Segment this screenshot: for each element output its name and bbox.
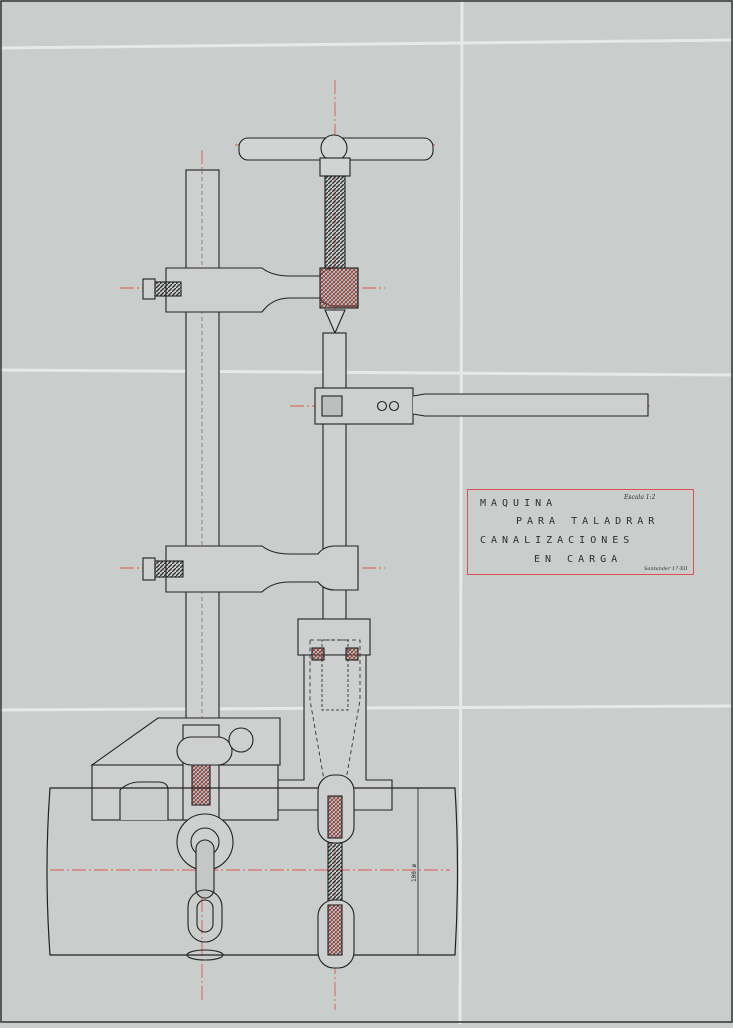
t-handle (238, 134, 434, 177)
title-line-1: MAQUINA (480, 498, 558, 509)
screw-tip (324, 309, 346, 335)
scale-note: Escala 1:2 (624, 494, 656, 501)
base-saddle (90, 717, 281, 821)
title-line-4: EN CARGA (534, 554, 623, 565)
title-line-2: PARA TALADRAR (516, 516, 660, 527)
drill-housing (277, 618, 393, 811)
drill-bit (317, 774, 355, 969)
pipe-section (46, 787, 459, 956)
signature-note: Santander 17-XII (644, 566, 688, 572)
upper-clamp-arm (142, 267, 359, 313)
pipe-dimension-label: 100 ø (411, 863, 418, 882)
vertical-column (185, 169, 220, 721)
ratchet-lever (314, 387, 649, 425)
feed-screw (324, 175, 346, 269)
lower-clamp-arm (142, 545, 359, 593)
title-block: Escala 1:2 MAQUINA PARA TALADRAR CANALIZ… (467, 489, 694, 575)
title-line-3: CANALIZACIONES (480, 535, 635, 546)
chain (176, 813, 234, 961)
